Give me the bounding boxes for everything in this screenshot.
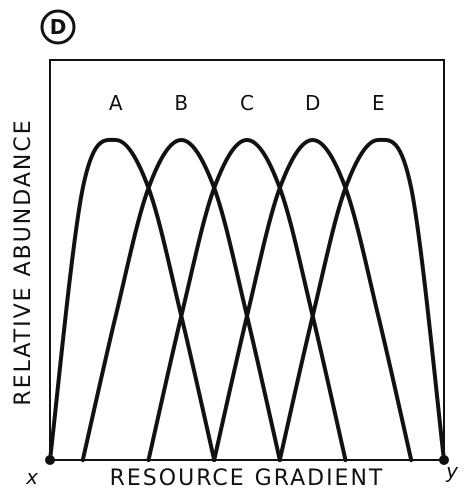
y-axis-title: RELATIVE ABUNDANCE bbox=[11, 118, 36, 405]
series-label-e: E bbox=[372, 91, 385, 115]
x-axis-end-label: y bbox=[445, 459, 459, 483]
curve-c bbox=[146, 138, 348, 462]
series-label-a: A bbox=[109, 91, 123, 115]
series-label-d: D bbox=[305, 91, 320, 115]
curves-layer bbox=[48, 137, 446, 462]
curve-d bbox=[212, 138, 414, 462]
plot-frame bbox=[49, 59, 445, 461]
curve-a bbox=[48, 137, 217, 462]
series-label-c: C bbox=[240, 91, 254, 115]
panel-label: D bbox=[50, 15, 67, 39]
x-axis-start-label: x bbox=[25, 465, 38, 489]
panel-label-circle bbox=[40, 9, 76, 45]
curve-b bbox=[80, 138, 282, 462]
series-labels-layer: A B C D E bbox=[109, 91, 385, 115]
curve-e bbox=[277, 137, 446, 462]
x-axis-title: RESOURCE GRADIENT bbox=[110, 466, 385, 491]
series-label-b: B bbox=[174, 91, 188, 115]
panel-label-badge: D bbox=[40, 9, 76, 45]
